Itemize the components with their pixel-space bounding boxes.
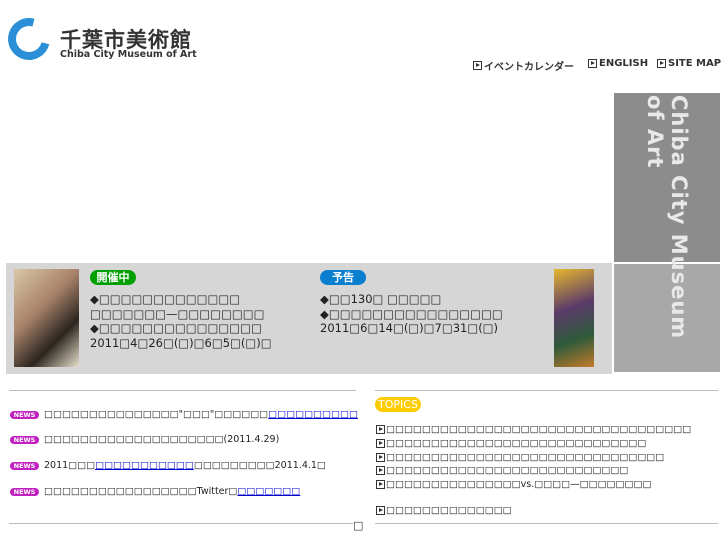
news-badge: NEWS (10, 461, 39, 470)
topic-text: □□□□□□□□□□□□□□□□□□□□□□□□□□□□□□□ (386, 452, 665, 463)
current-badge: 開催中 (90, 270, 136, 285)
news-text: □□□□□□□□□□□□□□□□□□□□(2011.4.29) (44, 434, 280, 445)
news-badge: NEWS (10, 435, 39, 444)
logo-title[interactable]: 千葉市美術館 (60, 28, 192, 52)
logo-subtitle[interactable]: Chiba City Museum of Art (60, 49, 197, 60)
topic-item[interactable]: □□□□□□□□□□□□□□ (376, 505, 512, 516)
news-link[interactable]: □□□□□□□□□□ (268, 409, 358, 420)
upcoming-line: ◆□□□□□□□□□□□□□□□□ (320, 306, 503, 321)
news-badge: NEWS (10, 410, 39, 419)
arrow-right-icon (473, 61, 482, 70)
arrow-right-icon (376, 506, 385, 515)
topic-item[interactable]: □□□□□□□□□□□□□□□vs.□□□□—□□□□□□□□ (376, 479, 651, 490)
side-banner-text: Chiba City Museum of Art (643, 95, 691, 340)
topics-badge: TOPICS (375, 397, 421, 412)
news-text: □□□□□□□□□□□□□□□□□Twitter□ (44, 486, 238, 497)
topic-item[interactable]: □□□□□□□□□□□□□□□□□□□□□□□□□□□□□□□□□□ (376, 424, 691, 435)
news-item: NEWS □□□□□□□□□□□□□□□□□Twitter□□□□□□□□ (10, 486, 300, 497)
topic-item[interactable]: □□□□□□□□□□□□□□□□□□□□□□□□□□□ (376, 465, 628, 476)
topic-text: □□□□□□□□□□□□□□□vs.□□□□—□□□□□□□□ (386, 479, 652, 490)
topic-text: □□□□□□□□□□□□□□□□□□□□□□□□□□□ (386, 465, 629, 476)
news-link[interactable]: □□□□□□□ (237, 486, 301, 497)
arrow-right-icon (376, 453, 385, 462)
divider (375, 523, 718, 524)
divider (9, 523, 353, 524)
upcoming-exhibition-poster[interactable] (554, 269, 594, 367)
nav-label: SITE MAP (668, 58, 722, 69)
topic-text: □□□□□□□□□□□□□□□□□□□□□□□□□□□□□ (386, 438, 647, 449)
nav-label: ENGLISH (599, 58, 649, 69)
current-line: ◆□□□□□□□□□□□□□□□ (90, 321, 262, 335)
current-line: □□□□□□□—□□□□□□□□ (90, 306, 265, 321)
topic-item[interactable]: □□□□□□□□□□□□□□□□□□□□□□□□□□□□□ (376, 438, 646, 449)
topic-text: □□□□□□□□□□□□□□□□□□□□□□□□□□□□□□□□□□ (386, 424, 692, 435)
news-link[interactable]: □□□□□□□□□□□ (95, 460, 194, 471)
current-exhibition[interactable]: ◆□□□□□□□□□□□□□ □□□□□□□—□□□□□□□□ ◆□□□□□□□… (90, 292, 272, 350)
news-item: NEWS □□□□□□□□□□□□□□□□□□□□(2011.4.29) (10, 434, 279, 445)
arrow-right-icon (376, 439, 385, 448)
nav-site-map[interactable]: SITE MAP (657, 58, 721, 69)
arrow-right-icon (376, 480, 385, 489)
news-text: □□□□□□□□□□□□□□□"□□□"□□□□□□ (44, 409, 269, 420)
upcoming-badge: 予告 (320, 270, 366, 285)
footer-glyph: □ (353, 519, 364, 532)
arrow-right-icon (376, 466, 385, 475)
nav-event-calendar[interactable]: イベントカレンダー (473, 58, 574, 73)
current-line: ◆□□□□□□□□□□□□□ (90, 292, 241, 306)
news-item: NEWS □□□□□□□□□□□□□□□"□□□"□□□□□□□□□□□□□□□□ (10, 409, 358, 420)
news-item: NEWS 2011□□□□□□□□□□□□□□□□□□□□□□□2011.4.1□ (10, 460, 326, 471)
news-text: 2011□□□ (44, 460, 96, 471)
topic-item[interactable]: □□□□□□□□□□□□□□□□□□□□□□□□□□□□□□□ (376, 452, 664, 463)
topic-text: □□□□□□□□□□□□□□ (386, 505, 512, 516)
news-text: □□□□□□□□□2011.4.1□ (193, 460, 326, 471)
divider (375, 390, 718, 391)
logo-mark[interactable] (0, 10, 58, 68)
arrow-right-icon (588, 59, 597, 68)
current-exhibition-poster[interactable] (14, 269, 79, 367)
side-banner: Chiba City Museum of Art (614, 93, 720, 372)
arrow-right-icon (657, 59, 666, 68)
upcoming-line: ◆□□130□ □□□□□ (320, 292, 442, 306)
nav-english[interactable]: ENGLISH (588, 58, 648, 69)
upcoming-exhibition[interactable]: ◆□□130□ □□□□□ ◆□□□□□□□□□□□□□□□□ 2011□6□1… (320, 292, 503, 336)
current-dates: 2011□4□26□(□)□6□5□(□)□ (90, 335, 272, 350)
divider (9, 390, 356, 391)
upcoming-dates: 2011□6□14□(□)□7□31□(□) (320, 321, 499, 335)
side-banner-bottom (614, 264, 720, 372)
news-badge: NEWS (10, 487, 39, 496)
nav-label: イベントカレンダー (484, 62, 574, 73)
side-banner-top (614, 93, 720, 262)
arrow-right-icon (376, 425, 385, 434)
